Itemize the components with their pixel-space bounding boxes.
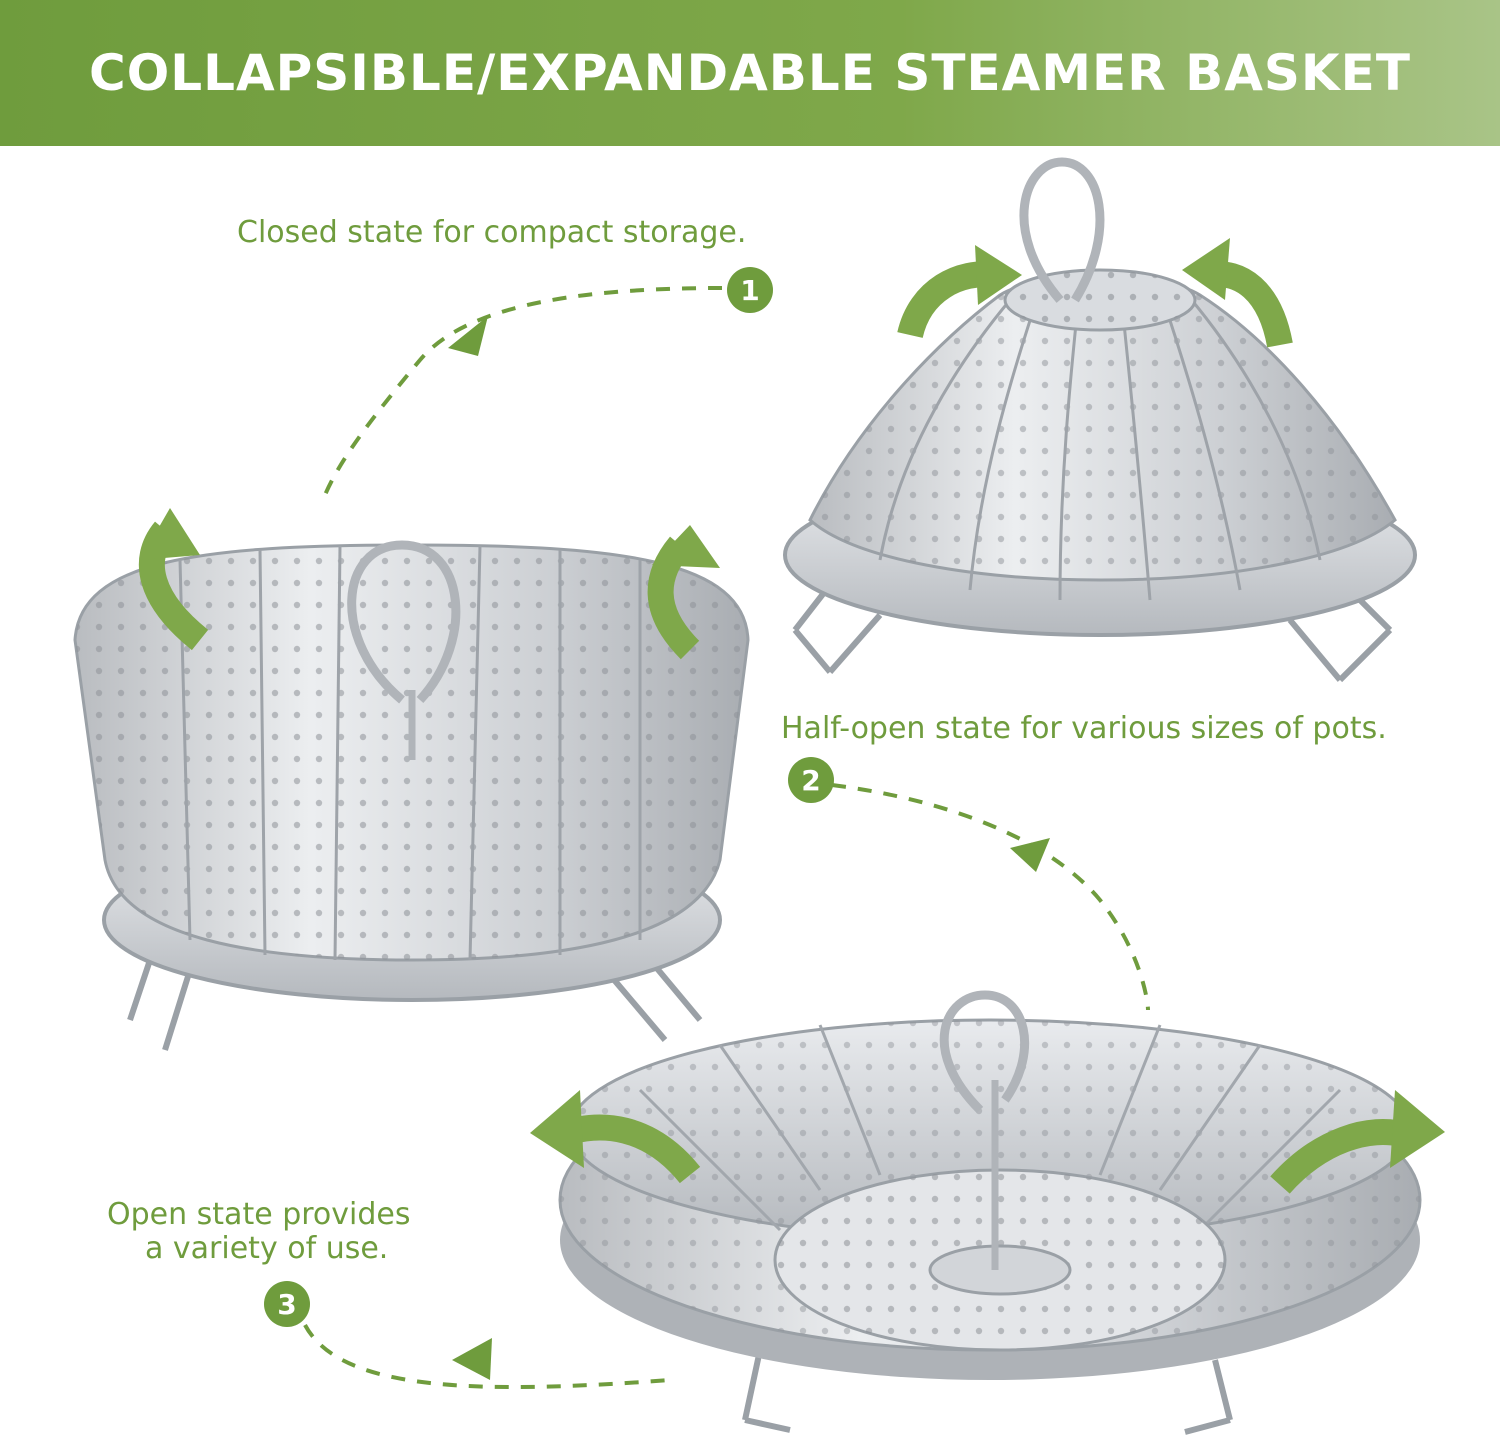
step-3-caption-line2: a variety of use. xyxy=(145,1231,389,1266)
connector-2 xyxy=(831,783,1150,1011)
step-2-caption: Half-open state for various sizes of pot… xyxy=(781,711,1387,746)
basket-open xyxy=(530,990,1445,1435)
banner-title: COLLAPSIBLE/EXPANDABLE STEAMER BASKET xyxy=(89,44,1411,102)
connector-arrowheads xyxy=(448,316,1050,1380)
arrowhead-2 xyxy=(1010,838,1050,872)
connector-arrows xyxy=(303,286,1150,1390)
step-1-caption: Closed state for compact storage. xyxy=(237,215,747,250)
connector-3 xyxy=(303,1324,671,1390)
step-2-badge: 2 xyxy=(788,757,834,803)
connector-1 xyxy=(323,286,723,496)
basket-closed xyxy=(783,157,1417,683)
step-3-caption-line1: Open state provides xyxy=(107,1197,411,1232)
title-banner: COLLAPSIBLE/EXPANDABLE STEAMER BASKET xyxy=(0,0,1500,146)
step-1-badge: 1 xyxy=(727,267,773,313)
arrowhead-3 xyxy=(452,1338,492,1380)
basket-half-open xyxy=(73,508,750,1051)
arrowhead-1 xyxy=(448,316,488,356)
step-3-badge: 3 xyxy=(264,1281,310,1327)
